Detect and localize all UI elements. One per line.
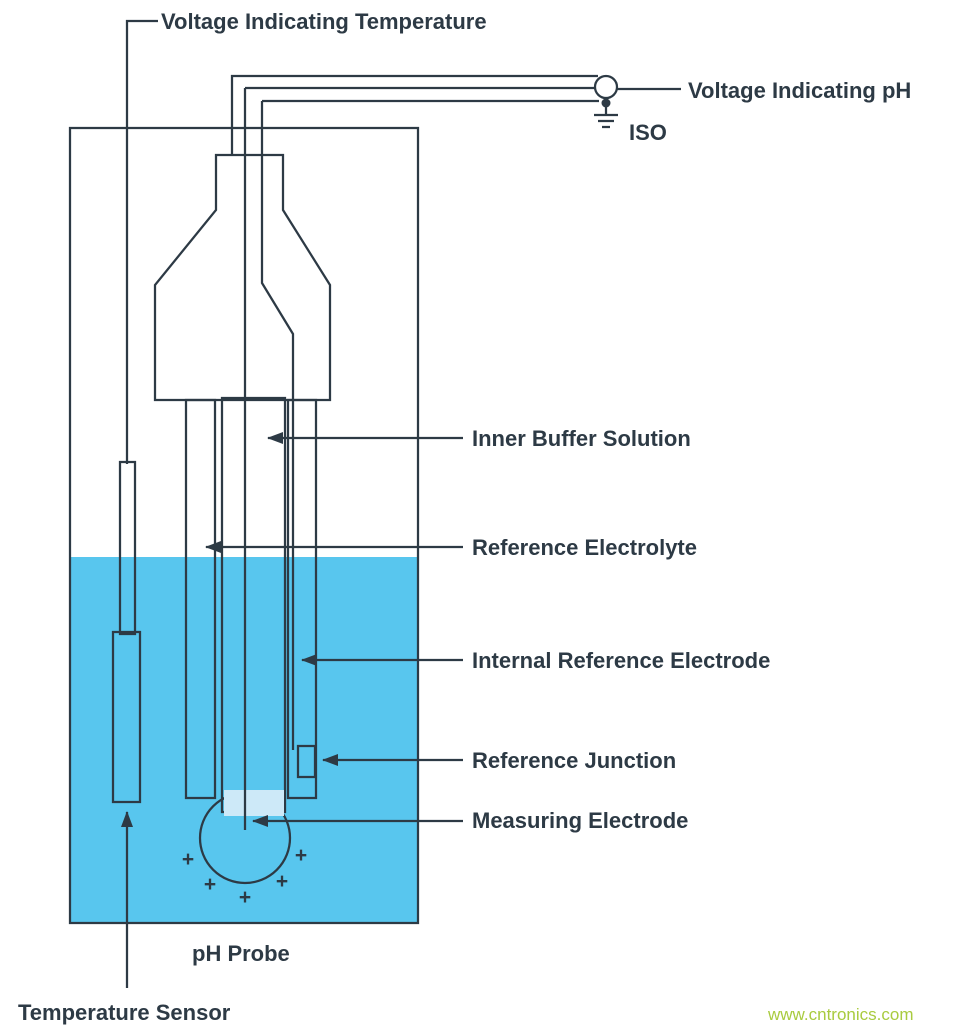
label-internal-reference-electrode: Internal Reference Electrode [472, 648, 770, 673]
cable-loop [593, 74, 619, 100]
label-reference-electrolyte: Reference Electrolyte [472, 535, 697, 560]
ground-symbol [594, 103, 618, 129]
label-voltage-indicating-ph: Voltage Indicating pH [688, 78, 911, 103]
label-voltage-indicating-temperature: Voltage Indicating Temperature [161, 9, 487, 34]
probe-cap [153, 153, 332, 402]
watermark-text: www.cntronics.com [767, 1005, 913, 1024]
label-iso: ISO [629, 120, 667, 145]
tube-bulb-joint [224, 790, 284, 816]
plus-sign: + [182, 848, 194, 871]
internal-reference-electrode-wire [260, 101, 295, 750]
plus-sign: + [276, 870, 288, 893]
label-measuring-electrode: Measuring Electrode [472, 808, 688, 833]
reference-junction-block [296, 744, 317, 779]
label-ph-probe: pH Probe [192, 941, 290, 966]
label-inner-buffer-solution: Inner Buffer Solution [472, 426, 691, 451]
temperature-sensor-rod-wide [111, 630, 142, 804]
plus-sign: + [204, 873, 216, 896]
label-reference-junction: Reference Junction [472, 748, 676, 773]
plus-sign: + [239, 886, 251, 909]
plus-sign: + [295, 844, 307, 867]
label-temperature-sensor: Temperature Sensor [18, 1000, 231, 1025]
temperature-sensor-rod-thin [118, 460, 137, 636]
cable-top [230, 74, 598, 156]
temperature-wire [125, 19, 158, 464]
